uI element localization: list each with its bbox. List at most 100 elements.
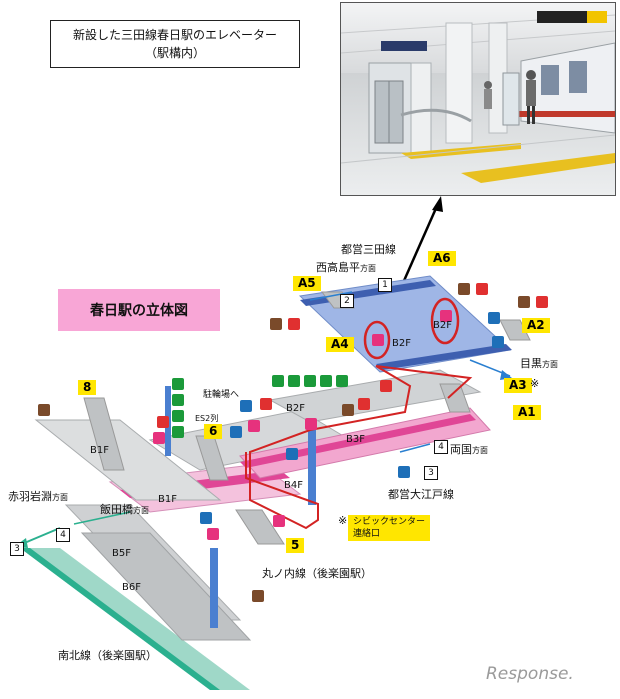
floor-b2f-highlight: B2F — [433, 320, 452, 331]
platform-badge-3-left: 3 — [10, 542, 24, 556]
exit-green-icon-4 — [320, 375, 332, 387]
elevator-a4-icon — [372, 334, 384, 346]
exit-5: 5 — [286, 538, 305, 553]
wheelchair-icon — [172, 410, 184, 422]
exit-green-icon-2 — [288, 375, 300, 387]
mita-line-label: 都営三田線 — [341, 243, 396, 256]
aed-icon-3 — [476, 283, 488, 295]
exit-6: 6 — [204, 424, 223, 439]
namboku-arrow — [21, 527, 61, 545]
meguro-label: 目黒方面 — [520, 358, 558, 371]
exit-a5: A5 — [293, 276, 321, 291]
akabaneiwabuchi-suffix: 方面 — [52, 493, 68, 502]
floor-b6f: B6F — [122, 582, 141, 593]
aed-icon-4 — [536, 296, 548, 308]
escalator-icon — [488, 312, 500, 324]
exit-a4: A4 — [326, 337, 354, 352]
toilet-icon — [172, 426, 184, 438]
elevator-shaft-2 — [210, 548, 218, 628]
namboku-track-edge — [20, 548, 220, 690]
ryogoku-name: 両国 — [450, 443, 472, 456]
oedo-stripe — [240, 414, 476, 468]
stairs-icon — [172, 394, 184, 406]
escalator-icon-4 — [200, 512, 212, 524]
platform-badge-2: 2 — [340, 294, 354, 308]
escalator-icon-5 — [398, 466, 410, 478]
floor-b4f: B4F — [284, 480, 303, 491]
exit-8: 8 — [78, 380, 97, 395]
es2-label: ES2列 — [195, 414, 219, 423]
platform-badge-3: 3 — [424, 466, 438, 480]
floor-b1f-left: B1F — [90, 445, 109, 456]
exit-a6: A6 — [428, 251, 456, 266]
ticket-icon-2 — [518, 296, 530, 308]
elevator-highlight-2 — [430, 297, 460, 345]
exit-a2: A2 — [522, 318, 550, 333]
meguro-name: 目黒 — [520, 357, 542, 370]
ticket-icon — [458, 283, 470, 295]
response-logo: Response. — [486, 664, 574, 684]
platform-badge-4: 4 — [434, 440, 448, 454]
elevator-photo-drawing — [341, 3, 615, 195]
floor-b3f: B3F — [346, 434, 365, 445]
oedo-line-label: 都営大江戸線 — [388, 488, 454, 501]
parking-label: 駐輪場へ — [203, 390, 240, 400]
caption-line2: （駅構内） — [144, 46, 205, 60]
exit-green-icon-1 — [272, 375, 284, 387]
exit5-stairs — [235, 509, 285, 545]
photo-caption: 新設した三田線春日駅のエレベーター （駅構内） — [50, 20, 300, 68]
aed-icon — [157, 416, 169, 428]
aed-icon-5 — [288, 318, 300, 330]
floor-b5f: B5F — [112, 548, 131, 559]
exit-a1: A1 — [513, 405, 541, 420]
escalator-icon-2 — [492, 336, 504, 348]
nishitakashimadaira-label: 西高島平方面 — [316, 262, 376, 275]
elevator-b4f-icon-2 — [273, 515, 285, 527]
escalator-icon-3 — [230, 426, 242, 438]
info-grid-icon — [286, 448, 298, 460]
mita-track-bottom — [376, 344, 512, 370]
exit8-stairs — [83, 397, 125, 471]
exit-a3-note: ※ — [530, 377, 540, 390]
meguro-suffix: 方面 — [542, 360, 558, 369]
elevator-shaft-3 — [308, 425, 316, 505]
iidabashi-name: 飯田橋 — [100, 503, 133, 516]
exit-a3: A3 — [504, 378, 532, 393]
a1-stairs — [439, 383, 471, 413]
civic-center-callout: シビックセンター 連絡口 — [348, 515, 431, 541]
floor-b2f-right: B2F — [392, 338, 411, 349]
oedo-arrow — [399, 443, 431, 453]
iidabashi-suffix: 方面 — [133, 506, 149, 515]
platform-badge-1: 1 — [378, 278, 392, 292]
aed-icon-7 — [380, 380, 392, 392]
exit-green-icon-3 — [304, 375, 316, 387]
namboku-label: 南北線（後楽園駅） — [58, 649, 157, 662]
akabaneiwabuchi-label: 赤羽岩淵方面 — [8, 491, 68, 504]
aed-icon-2 — [260, 398, 272, 410]
diagram-title: 春日駅の立体図 — [58, 289, 220, 331]
nishitakashimadaira-name: 西高島平 — [316, 261, 360, 274]
restroom-icon — [153, 432, 165, 444]
ticket-icon-4 — [38, 404, 50, 416]
b6f-platform — [80, 532, 252, 641]
civic-note: ※ — [338, 514, 348, 527]
marunouchi-label: 丸ノ内線（後楽園駅） — [262, 567, 372, 580]
elevator-b2f-icon — [305, 418, 317, 430]
mita-arrow-1 — [309, 291, 353, 301]
floor-b2f-center: B2F — [286, 403, 305, 414]
ticket-icon-6 — [342, 404, 354, 416]
akabaneiwabuchi-name: 赤羽岩淵 — [8, 490, 52, 503]
ryogoku-suffix: 方面 — [472, 446, 488, 455]
elevator-icon — [172, 378, 184, 390]
elevator-route — [245, 365, 412, 530]
ticket-icon-5 — [252, 590, 264, 602]
elevator-b4f-icon — [207, 528, 219, 540]
aed-icon-6 — [358, 398, 370, 410]
nishitakashimadaira-suffix: 方面 — [360, 264, 376, 273]
floor-b1f-center: B1F — [158, 494, 177, 505]
caption-line1: 新設した三田線春日駅のエレベーター — [72, 28, 277, 42]
elevator-b2f-highlight-icon — [440, 310, 452, 322]
elevator-route-2 — [375, 365, 473, 399]
